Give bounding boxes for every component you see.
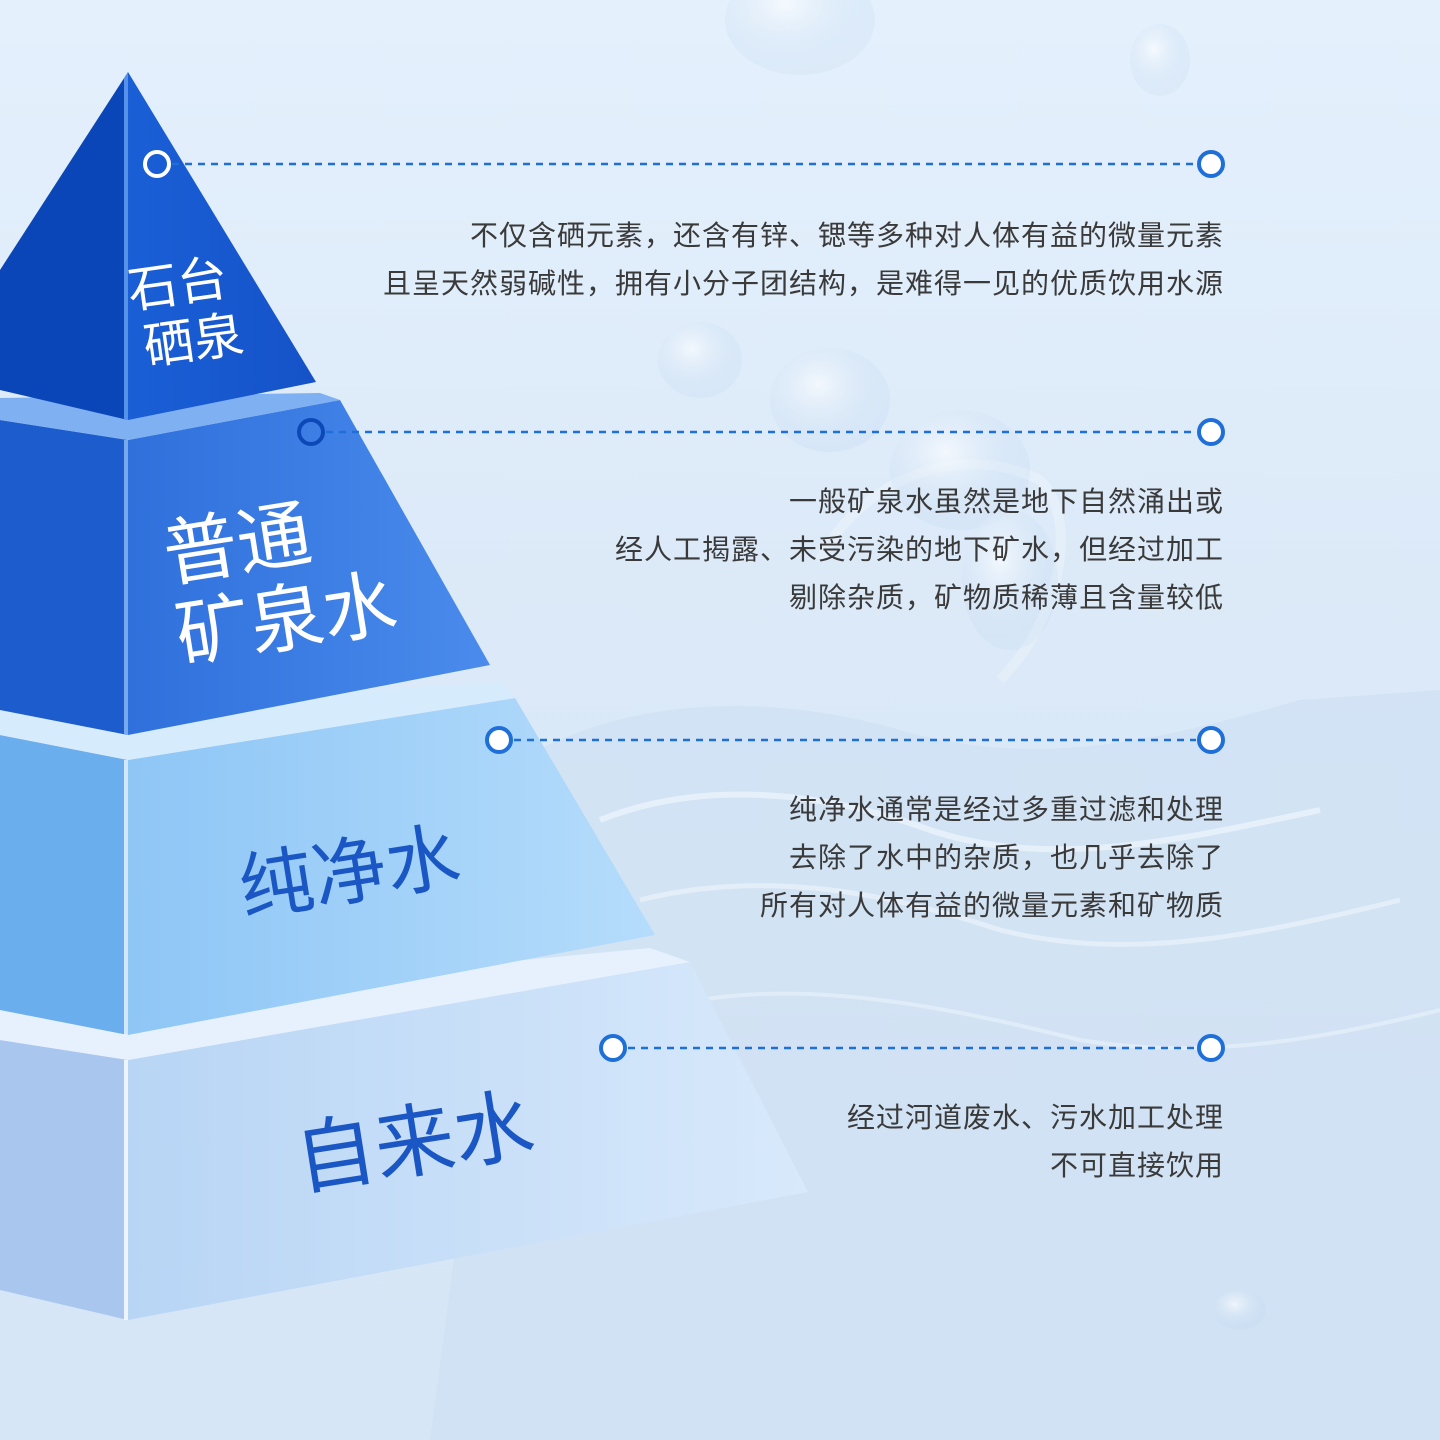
connector-1-end-dot: [1199, 152, 1223, 176]
connector-4-start-dot: [601, 1036, 625, 1060]
tier-4-description-line: 经过河道废水、污水加工处理: [847, 1094, 1224, 1142]
tier-1-description-line: 不仅含硒元素，还含有锌、锶等多种对人体有益的微量元素: [383, 212, 1224, 260]
tier-3-description-line: 纯净水通常是经过多重过滤和处理: [760, 786, 1224, 834]
connector-2: [299, 420, 1223, 444]
tier-2-description-line: 经人工揭露、未受污染的地下矿水，但经过加工: [615, 526, 1224, 574]
tier-1-description: 不仅含硒元素，还含有锌、锶等多种对人体有益的微量元素 且呈天然弱碱性，拥有小分子…: [383, 212, 1224, 308]
connector-3: [487, 728, 1223, 752]
connector-3-start-dot: [487, 728, 511, 752]
tier-3-description: 纯净水通常是经过多重过滤和处理 去除了水中的杂质，也几乎去除了 所有对人体有益的…: [760, 786, 1224, 930]
connector-3-end-dot: [1199, 728, 1223, 752]
tier-2-description-line: 剔除杂质，矿物质稀薄且含量较低: [615, 574, 1224, 622]
connector-1: [145, 152, 1223, 176]
connector-2-end-dot: [1199, 420, 1223, 444]
tier-4-description: 经过河道废水、污水加工处理 不可直接饮用: [847, 1094, 1224, 1190]
connector-4-end-dot: [1199, 1036, 1223, 1060]
tier-1-description-line: 且呈天然弱碱性，拥有小分子团结构，是难得一见的优质饮用水源: [383, 260, 1224, 308]
tier-2-description: 一般矿泉水虽然是地下自然涌出或 经人工揭露、未受污染的地下矿水，但经过加工 剔除…: [615, 478, 1224, 622]
tier-4-description-line: 不可直接饮用: [847, 1142, 1224, 1190]
tier-3-description-line: 所有对人体有益的微量元素和矿物质: [760, 882, 1224, 930]
tier-2-description-line: 一般矿泉水虽然是地下自然涌出或: [615, 478, 1224, 526]
tier-3-description-line: 去除了水中的杂质，也几乎去除了: [760, 834, 1224, 882]
